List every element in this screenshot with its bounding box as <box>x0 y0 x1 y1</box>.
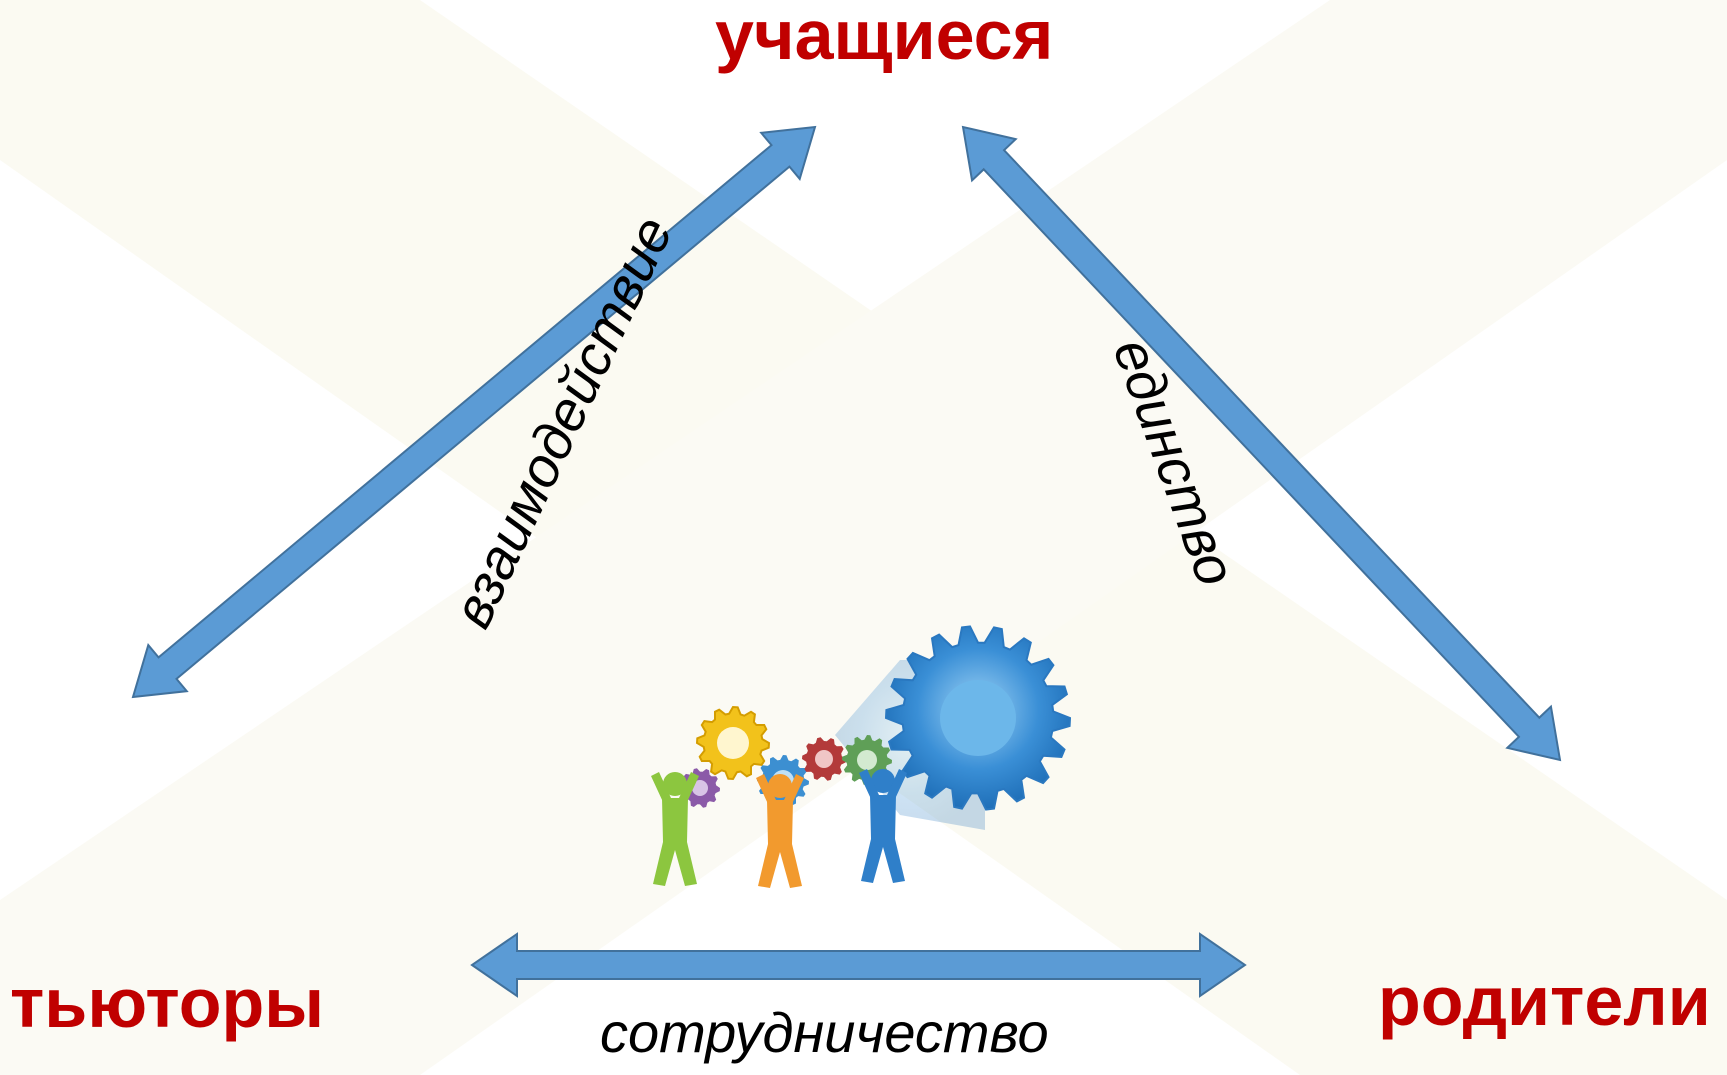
double-arrow-shape <box>470 932 1247 998</box>
gear-hub-icon <box>692 780 708 796</box>
gear-hub-icon <box>717 727 749 759</box>
arrow-students-tutors <box>131 125 817 699</box>
arrow-students-parents <box>961 125 1562 762</box>
double-arrow-shape <box>961 125 1562 762</box>
gear-hub-icon <box>857 750 877 770</box>
gear-hub-icon <box>940 680 1016 756</box>
person-figure-icon <box>651 772 699 886</box>
arrow-tutors-parents <box>470 932 1247 998</box>
edge-cooperation-label: сотрудничество <box>600 1001 1049 1064</box>
node-tutors-label: тьюторы <box>10 964 325 1042</box>
person-figure-icon <box>859 769 907 883</box>
node-students-label: учащиеся <box>715 0 1054 74</box>
node-parents-label: родители <box>1378 962 1711 1040</box>
gear-hub-icon <box>815 750 833 768</box>
person-figure-icon <box>756 774 804 888</box>
double-arrow-shape <box>131 125 817 699</box>
